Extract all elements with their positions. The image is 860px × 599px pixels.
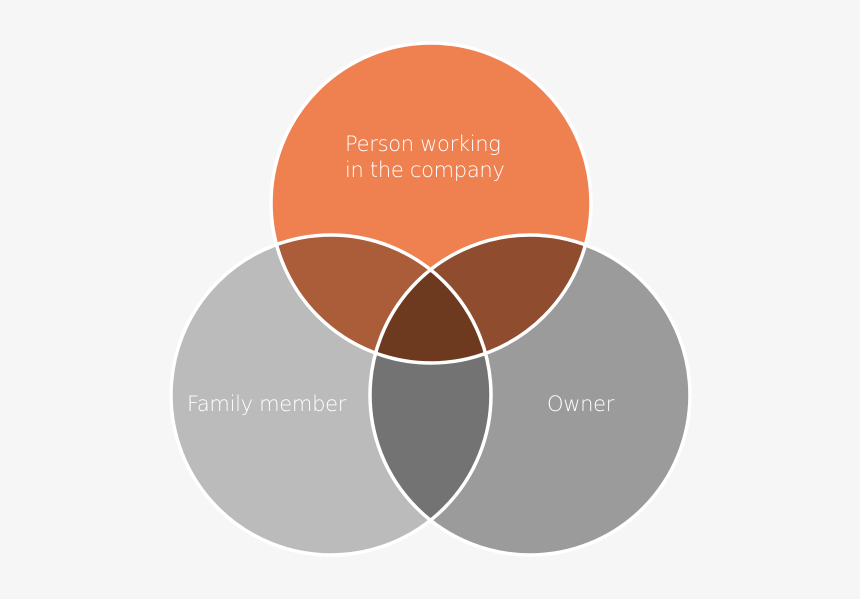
label-person-working: Person working in the company	[345, 131, 505, 183]
label-family-member: Family member	[187, 392, 347, 416]
overlap-all-three	[370, 235, 491, 363]
label-person-working-line-2: in the company	[345, 158, 505, 182]
outline-owner	[368, 233, 692, 557]
outline-person-working	[269, 41, 593, 365]
label-person-working-line-1: Person working	[345, 132, 501, 156]
label-owner: Owner	[547, 392, 615, 416]
outline-family-member	[169, 233, 493, 557]
